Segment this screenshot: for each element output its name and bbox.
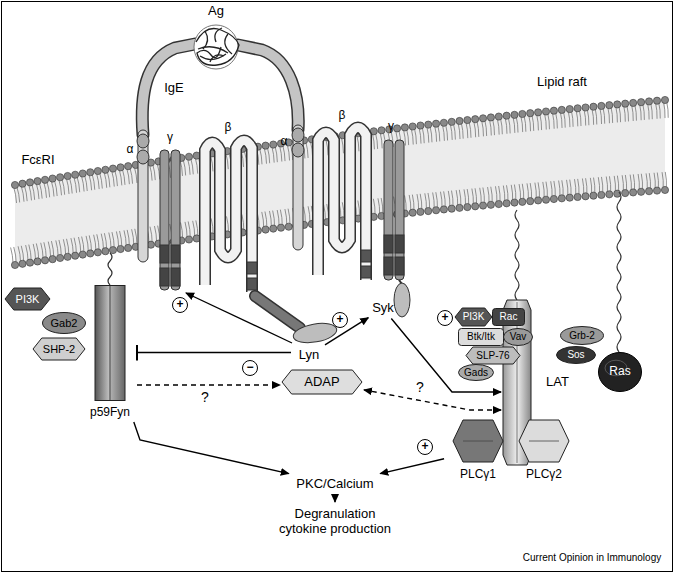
protein-hexagon: PI3K (455, 308, 492, 326)
node-text: Grb-2 (569, 330, 595, 342)
figure-label: Lipid raft (537, 75, 587, 89)
node-text: Gab2 (51, 317, 78, 330)
outcome-label: Degranulation cytokine production (270, 504, 400, 540)
fceri-receptor-left (137, 130, 338, 346)
node-text: p59Fyn (90, 406, 130, 420)
figure-label: Ag (208, 4, 224, 18)
phospholipase-hexagon: PLCγ2 (512, 420, 576, 482)
node-text: SHP-2 (43, 343, 75, 356)
protein-ellipse: Gab2 (42, 312, 86, 334)
figure-label: γ (388, 120, 394, 133)
node-text: Vav (510, 331, 527, 343)
second-messenger-label: PKC/Calcium (288, 474, 382, 494)
kinase-label: Lyn (293, 346, 325, 364)
phospholipase-hexagon: PLCγ1 (446, 420, 510, 482)
figure-label: Current Opinion in Immunology (523, 552, 661, 563)
node-text: Ras (609, 365, 630, 379)
lipid-anchor (108, 192, 621, 352)
edge-label: ? (199, 390, 211, 405)
sign-badge: + (437, 310, 453, 326)
node-text: Rac (500, 311, 518, 323)
adaptor-hexagon: ADAP (282, 370, 362, 394)
protein-ellipse: Grb-2 (560, 326, 604, 345)
protein-ellipse: Vav (503, 328, 533, 346)
node-text: Sos (567, 349, 584, 361)
node-text: PI3K (16, 293, 40, 306)
sign-badge: + (172, 297, 188, 313)
figure-label: FcεRI (21, 153, 54, 167)
node-text: PKC/Calcium (296, 477, 373, 492)
arrow-connector (334, 496, 335, 502)
kinase-label: Syk (370, 300, 396, 317)
node-text: ADAP (304, 375, 339, 390)
node-text: Gads (464, 367, 488, 379)
arrow-connector (137, 352, 291, 353)
node-text: Degranulation cytokine production (270, 507, 400, 537)
dashed-connector (364, 390, 501, 410)
node-text: LAT (546, 375, 569, 390)
arrow-connector (380, 459, 444, 474)
node-text: Lyn (299, 348, 319, 363)
node-outline (85, 285, 135, 420)
protein-ellipse: Sos (556, 346, 596, 364)
node-text: SLP-76 (476, 350, 509, 362)
node-text: PI3K (463, 311, 485, 323)
protein-ellipse: Gads (458, 364, 494, 381)
sign-badge: + (332, 312, 348, 328)
kinase-bar: p59Fyn (85, 285, 135, 420)
figure-label: β (339, 109, 346, 122)
node-text: Syk (372, 301, 394, 316)
protein-box: Rac (492, 308, 525, 326)
protein-hexagon: PI3K (5, 288, 50, 310)
protein-box: Btk/Itk (458, 328, 504, 346)
gtpase-disc: Ras (598, 352, 642, 392)
antigen-scribble (194, 25, 239, 69)
activation-arrow (186, 293, 292, 343)
node-text: PLCγ2 (526, 468, 562, 482)
figure-label: γ (167, 131, 173, 144)
node-text: PLCγ1 (460, 468, 496, 482)
fceri-receptor-right (292, 125, 410, 317)
sign-badge: − (242, 360, 258, 376)
figure-label: α (281, 135, 288, 148)
node-text: Btk/Itk (467, 331, 495, 343)
figure-label: β (225, 121, 232, 134)
sign-badge: + (417, 439, 433, 455)
edge-label: ? (414, 380, 426, 395)
protein-hexagon: SHP-2 (33, 338, 85, 360)
figure-label: α (127, 143, 134, 156)
arrow-connector (134, 422, 289, 474)
figure-label: IgE (164, 81, 184, 95)
protein-hexagon: SLP-76 (466, 347, 520, 364)
dashed-connector (137, 384, 280, 385)
